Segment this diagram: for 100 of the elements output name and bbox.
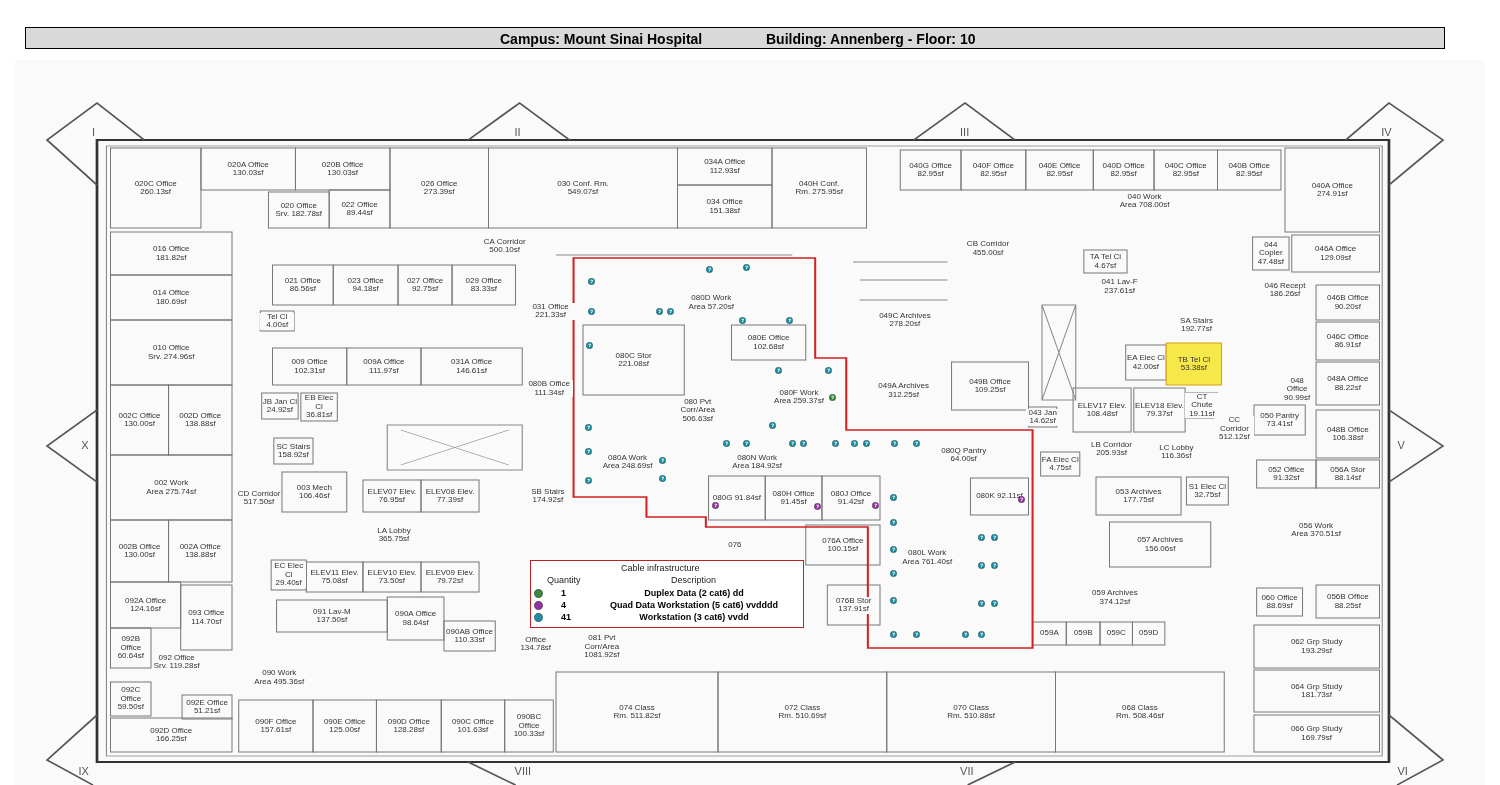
area-label: 041 Lav-F 237.61sf — [1076, 273, 1163, 300]
area-label: LB Corridor 205.93sf — [1080, 435, 1143, 463]
header-text: Building: Annenberg - Floor: 10 — [766, 30, 976, 49]
room-label: 066 Grp Study 169.79sf — [1254, 716, 1379, 751]
room-label: 049B Office 109.25sf — [952, 363, 1028, 409]
room-label: 020 Office Srv. 182.78sf — [269, 193, 329, 227]
room-label: 021 Office 86.56sf — [273, 266, 333, 304]
room-label: 040E Office 82.95sf — [1026, 151, 1093, 189]
room-label: 031A Office 146.61sf — [422, 349, 522, 384]
room-label: 064 Grp Study 181.73sf — [1254, 671, 1379, 711]
area-label: 081 Pvt Corr/Area 1081.92sf — [558, 633, 646, 661]
room-label: 040C Office 82.95sf — [1155, 151, 1217, 189]
room-label: 026 Office 273.39sf — [390, 149, 488, 227]
room-label: 090C Office 101.63sf — [442, 701, 504, 751]
column-header: Quantity — [547, 574, 581, 587]
column-marker: III — [960, 127, 970, 138]
legend-description: Duplex Data (2 cat6) dd — [643, 587, 745, 600]
legend-title: Cable infrastructure — [621, 562, 700, 575]
room-label: 059D — [1131, 620, 1166, 647]
room-label: 072 Class Rm. 510.69sf — [719, 673, 886, 751]
room-label: 080C Stor 221.08sf — [584, 326, 684, 394]
area-label: 090 Work Area 495.36sf — [239, 661, 319, 694]
quantity-value: 1 — [561, 587, 566, 600]
room-label: 040B Office 82.95sf — [1218, 151, 1280, 189]
room-label: 090F Office 157.61sf — [239, 701, 312, 751]
room-label: 040F Office 82.95sf — [962, 151, 1025, 189]
area-label: 080D Work Area 57.20sf — [677, 288, 746, 317]
area-label: 080N Work Area 184.92sf — [721, 448, 793, 476]
column-header: Description — [671, 574, 717, 587]
room-label: 002B Office 130.00sf — [111, 521, 168, 581]
room-label: 010 Office Srv. 274.96sf — [111, 321, 231, 384]
room-label: 059A — [1032, 620, 1067, 647]
room-label: ELEV09 Elev. 79.72sf — [422, 563, 479, 591]
area-label: 059 Archives 374.12sf — [1033, 576, 1197, 619]
room-label: 056A Stor 88.14sf — [1317, 460, 1379, 488]
room-label: 003 Mech 106.46sf — [282, 473, 346, 511]
room-label: 091 Lav-M 137.50sf — [277, 601, 387, 631]
room-label: 059C — [1099, 620, 1134, 647]
column-marker: II — [514, 127, 521, 138]
area-label: 040 Work Area 708.00sf — [1106, 187, 1183, 215]
highlighted-room-label: TB Tel Cl 53.38sf — [1167, 344, 1221, 384]
room-label: 002C Office 130.00sf — [111, 386, 168, 454]
area-label: 080Q Pantry 64.00sf — [933, 441, 994, 469]
column-marker: X — [81, 440, 89, 451]
room-label: 020C Office 260.13sf — [111, 149, 200, 227]
room-label: 023 Office 94.18sf — [334, 266, 398, 304]
room-label: 056B Office 88.25sf — [1317, 586, 1379, 617]
room-label: 048B Office 106.38sf — [1317, 411, 1379, 457]
room-label: 009A Office 111.97sf — [347, 349, 420, 384]
room-label: 040A Office 274.91sf — [1286, 149, 1379, 231]
room-label: EC Elec Cl 29.40sf — [271, 561, 306, 589]
room-label: 048A Office 88.22sf — [1317, 363, 1379, 404]
room-label: 029 Office 83.33sf — [453, 266, 515, 304]
room-label: ELEV08 Elev. 77.39sf — [422, 481, 479, 511]
room-label: 062 Grp Study 193.29sf — [1254, 626, 1379, 667]
column-marker: IX — [78, 766, 89, 777]
room-label: 068 Class Rm. 508.46sf — [1056, 673, 1224, 751]
room-label: ELEV10 Elev. 73.50sf — [363, 563, 420, 591]
room-label: 080E Office 102.68sf — [732, 326, 805, 359]
area-label: CB Corridor 455.00sf — [952, 235, 1024, 262]
room-label: 002D Office 138.88sf — [169, 386, 231, 454]
room-label: ELEV17 Elev. 108.48sf — [1074, 389, 1131, 431]
area-label: 080F Work Area 259.37sf — [763, 383, 835, 411]
room-label: 090D Office 128.28sf — [377, 701, 441, 751]
room-label: 080J Office 91.42sf — [822, 477, 879, 519]
column-marker: I — [92, 127, 96, 138]
room-label: ELEV11 Elev. 75.08sf — [307, 563, 362, 591]
room-label: 034 Office 151.38sf — [678, 186, 771, 227]
room-label: 016 Office 181.82sf — [111, 233, 231, 274]
area-label: LA Lobby 365.75sf — [354, 516, 434, 554]
room-label: 034A Office 112.93sf — [678, 149, 771, 184]
room-label: 053 Archives 177.75sf — [1097, 478, 1181, 514]
room-label: 093 Office 114.70sf — [181, 586, 231, 649]
room-label: 030 Conf. Rm. 549.07sf — [489, 149, 677, 227]
area-label: 049A Archives 312.25sf — [866, 377, 942, 404]
room-label: 020B Office 130.03sf — [296, 149, 389, 189]
room-label: 040G Office 82.95sf — [901, 151, 960, 189]
room-label: 092D Office 166.25sf — [111, 719, 231, 751]
column-marker: V — [1397, 440, 1405, 451]
legend-description: Workstation (3 cat6) vvdd — [638, 611, 750, 624]
room-label: 057 Archives 156.06sf — [1110, 523, 1210, 566]
room-label: 002 Work Area 275.74sf — [111, 456, 231, 519]
area-label: 046 Recept 186.26sf — [1256, 276, 1314, 304]
room-label: 059B — [1066, 620, 1101, 647]
area-label: CA Corridor 500.10sf — [471, 231, 538, 261]
room-label: 020A Office 130.03sf — [201, 149, 295, 189]
area-label: 076 — [705, 531, 765, 559]
room-label: ELEV07 Elev. 76.95sf — [363, 481, 420, 511]
column-marker: VIII — [514, 766, 532, 777]
legend-description: Quad Data Workstation (5 cat6) vvdddd — [609, 599, 779, 612]
room-label: 046B Office 90.20sf — [1317, 286, 1379, 319]
room-label: 040D Office 82.95sf — [1094, 151, 1154, 189]
quantity-value: 41 — [561, 611, 571, 624]
column-marker: VII — [960, 766, 974, 777]
room-label: 009 Office 102.31sf — [273, 349, 346, 384]
room-label: 090A Office 98.64sf — [388, 598, 443, 639]
room-label: 022 Office 89.44sf — [330, 191, 389, 227]
room-label: 092A Office 124.16sf — [111, 583, 180, 627]
area-label: 056 Work Area 370.51sf — [1276, 516, 1356, 544]
room-label: 046A Office 129.09sf — [1292, 236, 1379, 271]
